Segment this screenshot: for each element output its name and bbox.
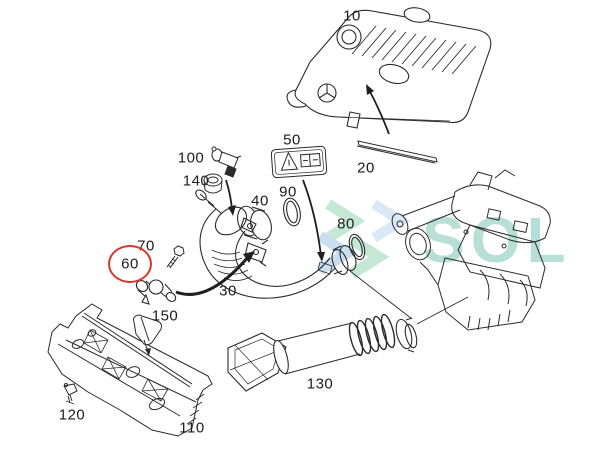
highlight-circle-60 [108, 245, 152, 283]
screw-part [166, 245, 185, 269]
watermark-chevron [325, 199, 366, 243]
pointer-lines [349, 270, 469, 325]
grommet-part [203, 173, 223, 194]
arrows [175, 84, 390, 296]
callout-150: 150 [151, 307, 179, 325]
seal-ring-90 [283, 197, 301, 227]
callout-30: 30 [219, 282, 237, 300]
watermark-chevron [371, 199, 411, 243]
sensor-60 [135, 279, 177, 305]
under-panel [47, 303, 213, 437]
arrow-sensor60-to-clamp [175, 256, 250, 296]
engine-cover [286, 7, 492, 129]
callout-80: 80 [337, 215, 355, 233]
intake-hose [195, 189, 357, 299]
arrow-label-to-hose [302, 179, 322, 257]
callout-50: 50 [283, 131, 301, 149]
clip-part [63, 383, 78, 405]
callout-100: 100 [177, 149, 205, 167]
callout-20: 20 [357, 159, 375, 177]
duct-corrugation [348, 313, 396, 357]
callout-110: 110 [179, 419, 205, 437]
sensor-100 [211, 146, 242, 178]
arrow-sensor-to-hose [225, 179, 233, 211]
warning-label [270, 145, 328, 179]
strip-part [356, 140, 438, 164]
bracket-part [133, 314, 162, 356]
callout-140: 140 [182, 172, 210, 190]
callout-130: 130 [306, 375, 334, 393]
watermark-chevron [349, 235, 390, 279]
engine-assembly [391, 169, 551, 331]
warning-triangle-icon [280, 151, 299, 171]
callout-40: 40 [251, 192, 269, 210]
callout-10: 10 [343, 7, 361, 25]
cover-rib-band [351, 25, 477, 75]
manual-book-icon [299, 153, 321, 168]
watermark-chevron [317, 231, 358, 275]
air-duct [227, 313, 418, 392]
brand-star-icon [317, 83, 337, 103]
callout-90: 90 [279, 183, 297, 201]
panel-cross-hatch [83, 329, 169, 402]
callout-120: 120 [58, 406, 86, 424]
